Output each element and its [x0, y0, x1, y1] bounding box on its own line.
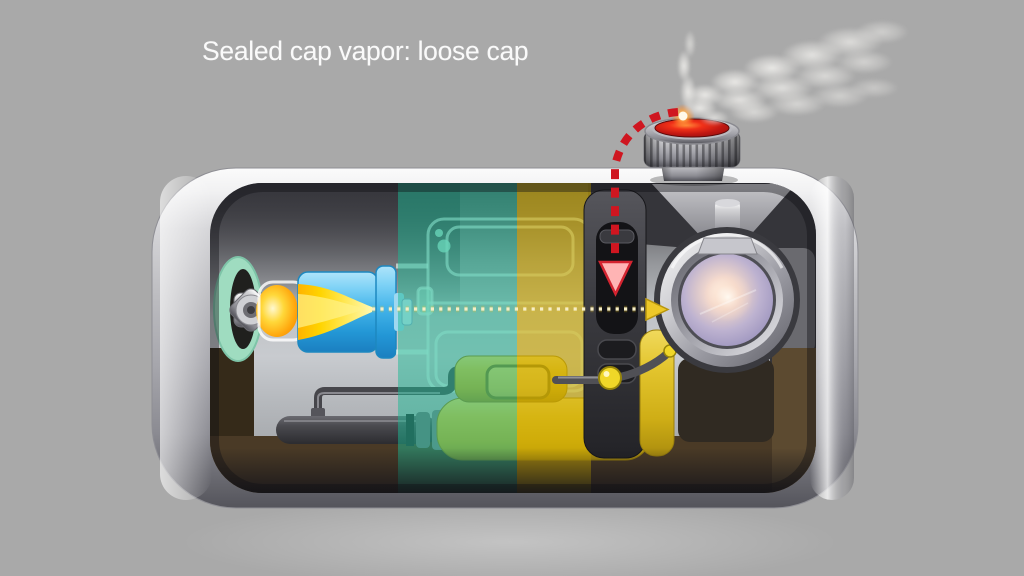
vapor-puff: [684, 30, 696, 58]
lens-flare-streak-2: [711, 302, 749, 323]
valve-bar-1: [597, 339, 637, 360]
lens-stem-top: [715, 199, 740, 207]
pipe-ball-joint: [598, 366, 622, 390]
vapor-puff: [677, 50, 691, 82]
flow-path-arrow: [372, 297, 670, 322]
tank-interior: [210, 183, 816, 493]
vapor-puff: [729, 101, 779, 123]
cap-vapor-route-arrow: [598, 108, 679, 297]
ball-joint-highlight: [603, 371, 610, 377]
lens-bracket: [697, 237, 758, 255]
lens-flare-streak-1: [699, 289, 757, 315]
injector-nozzle-bulb: [256, 285, 298, 337]
vapor-plumes: [677, 20, 909, 126]
tank-shell-right-highlight: [810, 176, 854, 500]
interior-rim-shadow: [210, 183, 816, 493]
vapor-puff: [849, 78, 899, 98]
outlet-lens-assembly: [654, 199, 800, 373]
injector-flange: [375, 265, 397, 359]
filler-cap: [643, 104, 741, 186]
lens-ring-highlight: [670, 233, 784, 269]
vapor-puff: [699, 110, 729, 126]
floor-shadow: [210, 448, 816, 493]
vapor-puff: [855, 20, 909, 44]
cap-spark-core: [678, 111, 688, 121]
tank-shell-left-highlight: [160, 176, 212, 500]
vapor-puff: [794, 63, 856, 89]
flame-jet-core: [298, 294, 366, 328]
zone-teal-overlay: [398, 183, 517, 493]
vapor-puff: [835, 50, 893, 74]
under-lens-block: [678, 358, 774, 442]
ground-reflection: [180, 498, 840, 576]
vapor-route-arrowhead: [598, 260, 633, 297]
flow-arrowhead: [645, 297, 670, 322]
injector-assembly: [256, 265, 413, 359]
vent-valve-column: [583, 189, 647, 459]
tank-body: [151, 167, 859, 509]
zone-yellow-overlay: [517, 183, 591, 493]
caption-text: Sealed cap vapor: loose cap: [202, 36, 529, 66]
lens-glow: [703, 272, 753, 322]
